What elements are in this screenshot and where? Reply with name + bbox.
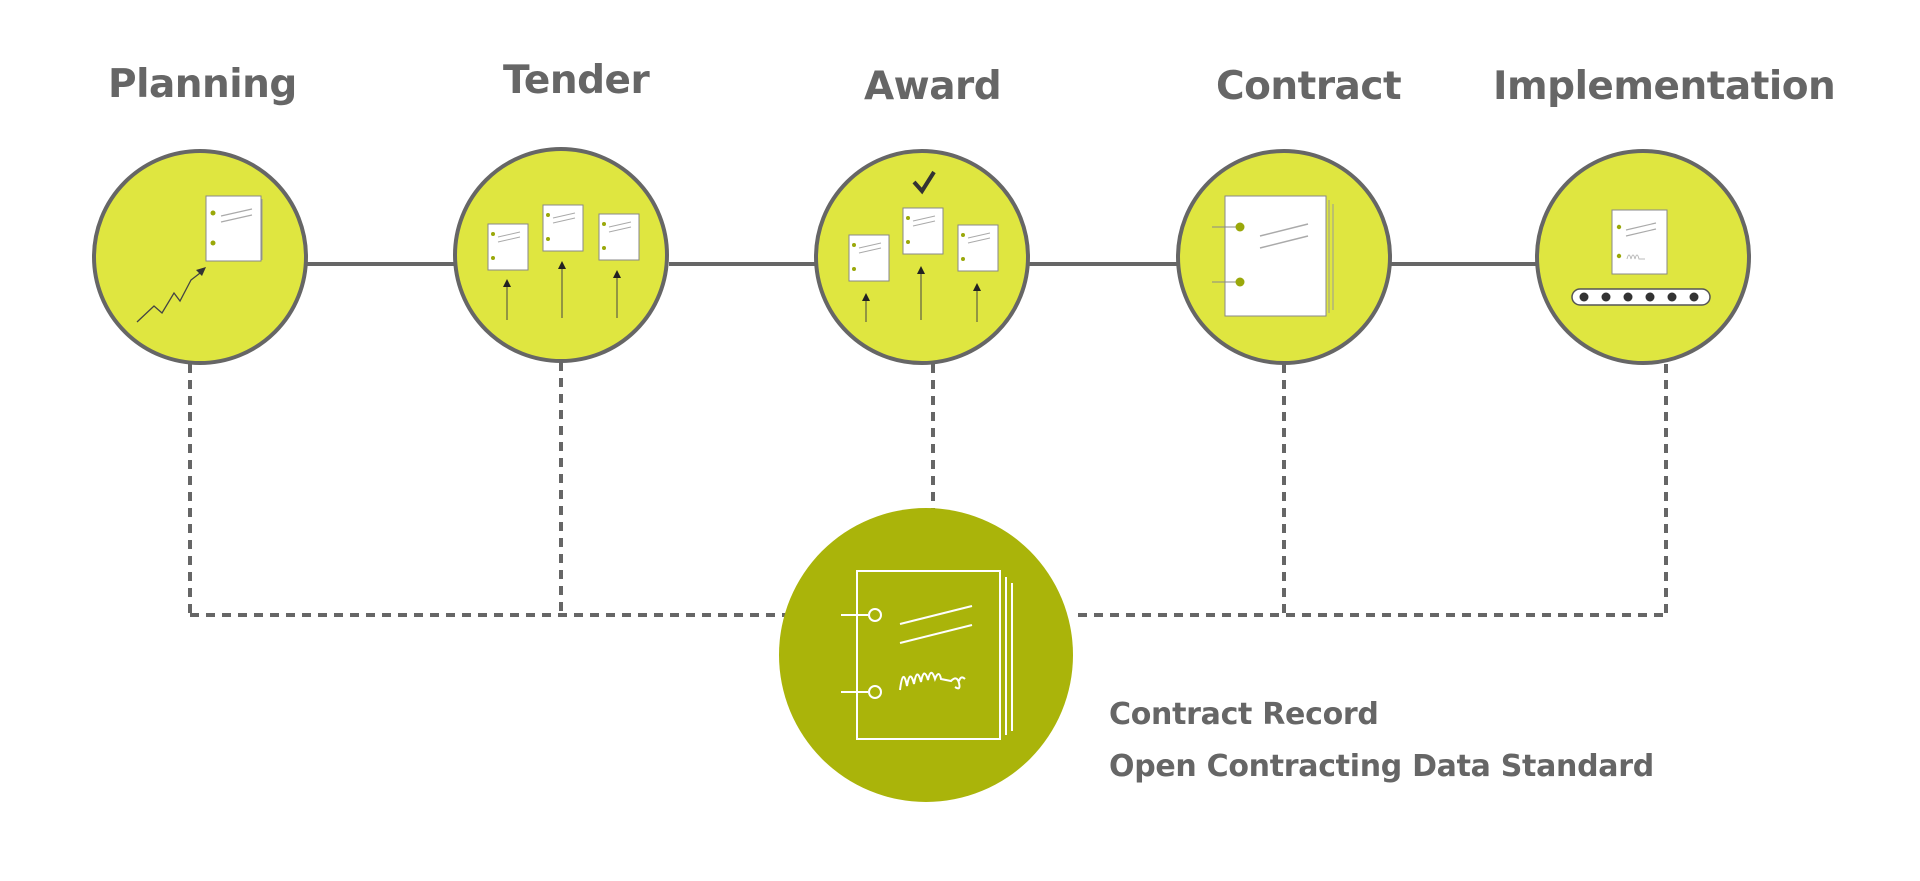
stage-label-planning: Planning [108,62,297,107]
record-links [188,362,1668,617]
stage-label-tender: Tender [503,58,650,103]
tender-circle [453,147,669,363]
record-circle [779,508,1073,802]
implementation-conveyor-icon [1571,209,1711,306]
contract-document-icon [1212,195,1334,317]
record-subtitle: Open Contracting Data Standard [1109,749,1654,784]
stage-label-implementation: Implementation [1493,64,1836,109]
planning-chart-icon [136,195,263,323]
stage-tender [453,147,669,363]
stage-implementation [1535,149,1751,365]
signed-contract-icon [841,570,1013,740]
award-checkmark-icon [848,170,999,322]
stage-contract [1176,149,1392,365]
award-circle [814,149,1030,365]
stage-planning [92,149,308,365]
stage-award [814,149,1030,365]
stage-label-contract: Contract [1216,64,1402,109]
planning-circle [92,149,308,365]
contract-record [779,508,1073,802]
tender-documents-icon [487,204,640,320]
stage-label-award: Award [864,64,1002,109]
record-title: Contract Record [1109,697,1379,732]
